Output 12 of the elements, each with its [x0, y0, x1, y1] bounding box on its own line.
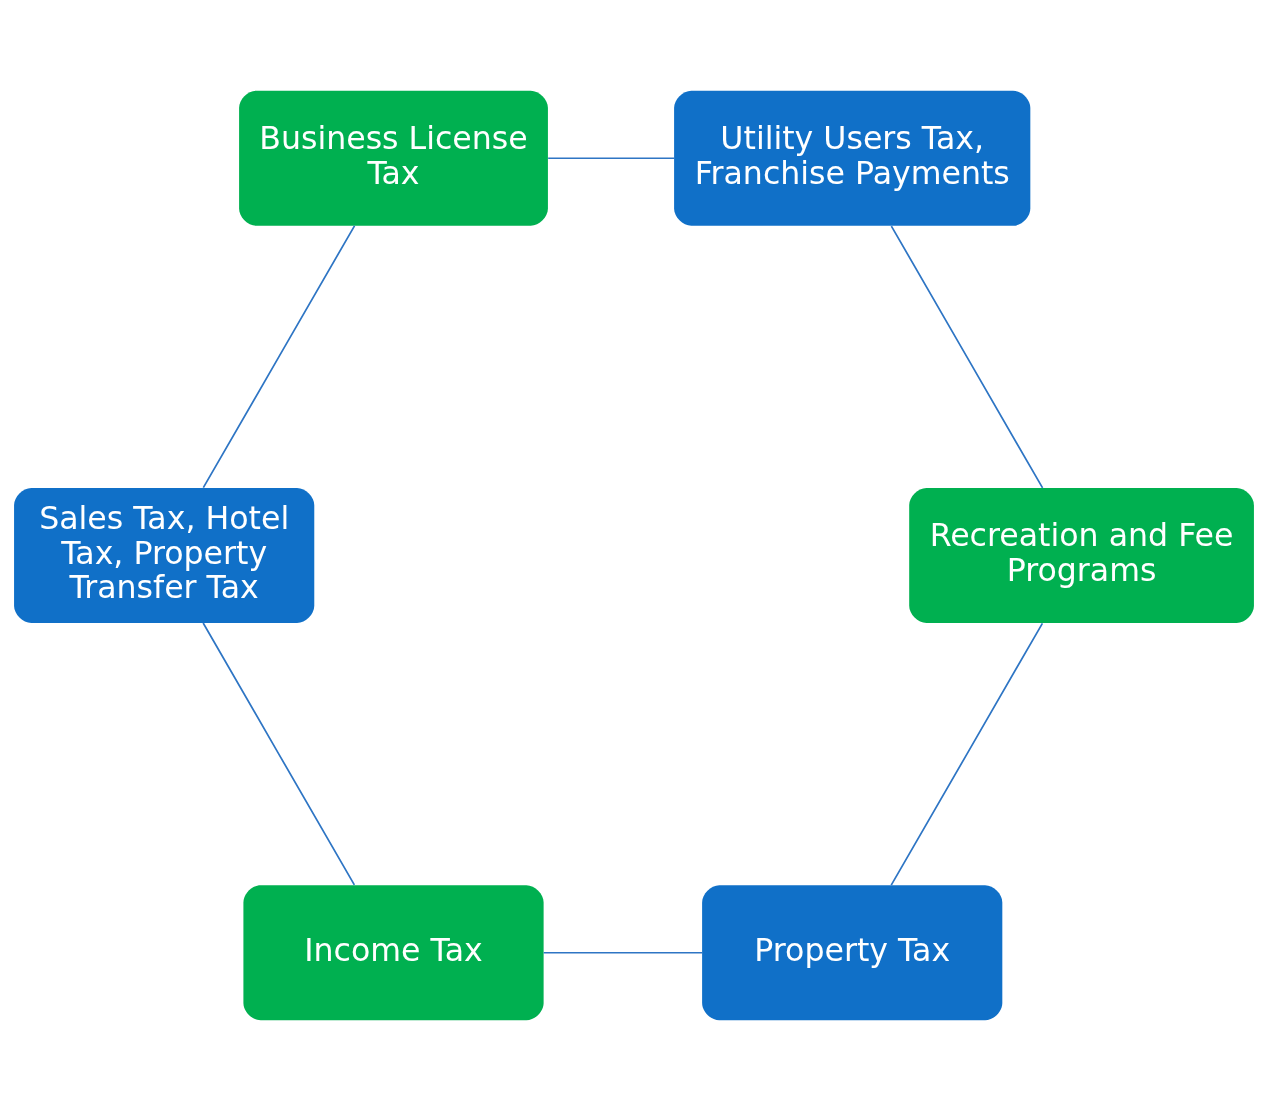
connector	[202, 621, 356, 886]
connector	[202, 224, 356, 489]
node-box: Recreation and Fee Programs	[909, 487, 1254, 623]
node-box: Utility Users Tax, Franchise Payments	[674, 90, 1031, 226]
connector	[542, 951, 703, 954]
node-box: Income Tax	[243, 884, 544, 1020]
connector	[547, 156, 675, 159]
connector	[890, 622, 1044, 886]
node-box: Property Tax	[702, 884, 1003, 1020]
node-box: Sales Tax, Hotel Tax, Property Transfer Tax	[14, 487, 315, 623]
connector	[890, 224, 1044, 489]
node-box: Business License Tax	[239, 90, 548, 226]
